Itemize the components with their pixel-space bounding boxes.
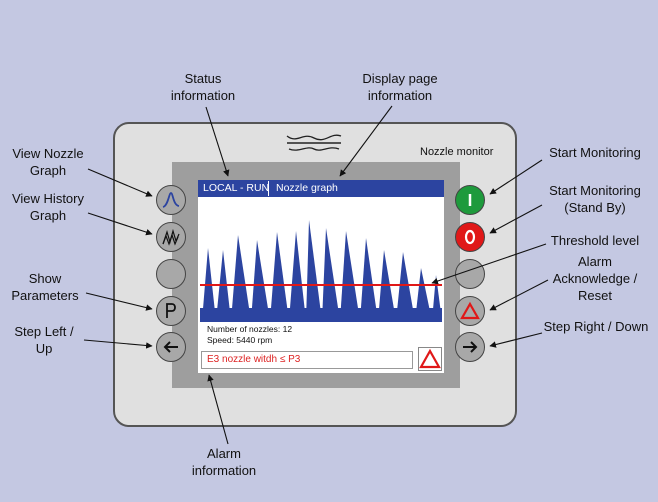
arrow-show-parameters [85,292,153,311]
arrow-right-icon [463,341,478,353]
alarm-triangle-icon [460,301,480,320]
label-step-left-up: Step Left / Up [14,324,74,356]
page-title: Nozzle graph [276,182,338,194]
step-left-up-button[interactable] [156,332,186,362]
arrow-status-information [205,106,230,177]
nozzle-peak [340,231,360,321]
label-threshold-level: Threshold level [550,233,640,248]
graph-base [200,308,442,322]
show-parameters-button[interactable] [156,296,186,326]
alarm-triangle-icon [419,348,441,369]
blank-left-button[interactable] [156,259,186,289]
start-monitoring-button[interactable] [455,185,485,215]
label-start-monitoring: Start Monitoring [549,145,641,160]
alarm-acknowledge-button[interactable] [455,296,485,326]
arrow-left-icon [163,341,178,353]
nozzle-peak [289,231,306,321]
nozzle-peak [251,240,270,321]
label-show-parameters: Show Parameters [11,271,79,303]
standby-icon [464,229,476,245]
nozzle-peak [415,268,432,321]
history-graph-icon [162,228,180,246]
speed-readout: Speed: 5440 rpm [207,335,273,345]
nozzle-peak [270,232,289,321]
status-text: LOCAL - RUN [203,182,270,194]
p-icon [166,303,176,318]
status-bar: LOCAL - RUN Nozzle graph [198,180,444,197]
label-step-right-down: Step Right / Down [543,319,649,334]
power-on-icon [468,194,472,206]
nozzle-graph-icon [162,192,180,208]
label-alarm-acknowledge-reset: Alarm Acknowledge / Reset [552,254,638,303]
label-status-information: Status information [170,71,236,103]
nozzle-count: Number of nozzles: 12 [207,324,293,334]
arrow-threshold-level [431,243,547,285]
nozzle-peak [360,238,378,321]
label-view-history-graph: View History Graph [11,191,84,223]
nozzle-peak [231,235,251,321]
nozzle-peak [396,252,415,321]
label-view-nozzle-graph: View Nozzle Graph [12,146,84,178]
label-alarm-information: Alarm information [191,446,257,478]
alarm-message: E3 nozzle witdh ≤ P3 [201,351,413,369]
machine-info: Number of nozzles: 12 Speed: 5440 rpm [207,324,292,346]
arrow-start-monitoring [489,159,543,195]
view-nozzle-graph-button[interactable] [156,185,186,215]
alarm-indicator [418,347,442,371]
step-right-down-button[interactable] [455,332,485,362]
start-monitoring-standby-button[interactable] [455,222,485,252]
view-history-graph-button[interactable] [156,222,186,252]
arrow-step-right-down [489,332,543,348]
arrow-alarm-information [207,374,229,445]
arrow-view-history-graph [87,212,153,236]
arrow-display-page [339,105,393,177]
status-divider [268,181,269,196]
nozzle-peak [322,228,340,321]
arrow-alarm-acknowledge [489,279,549,311]
nozzle-graph [200,220,442,322]
arrow-step-left-up [83,339,153,349]
graph-peaks [200,220,442,322]
arrow-start-monitoring-standby [489,204,543,234]
label-display-page-information: Display page information [362,71,438,103]
label-start-monitoring-standby: Start Monitoring (Stand By) [549,183,641,215]
device-title: Nozzle monitor [420,146,494,158]
arrow-view-nozzle-graph [87,168,153,197]
nozzle-peak [306,220,322,321]
brand-logo [286,134,342,151]
